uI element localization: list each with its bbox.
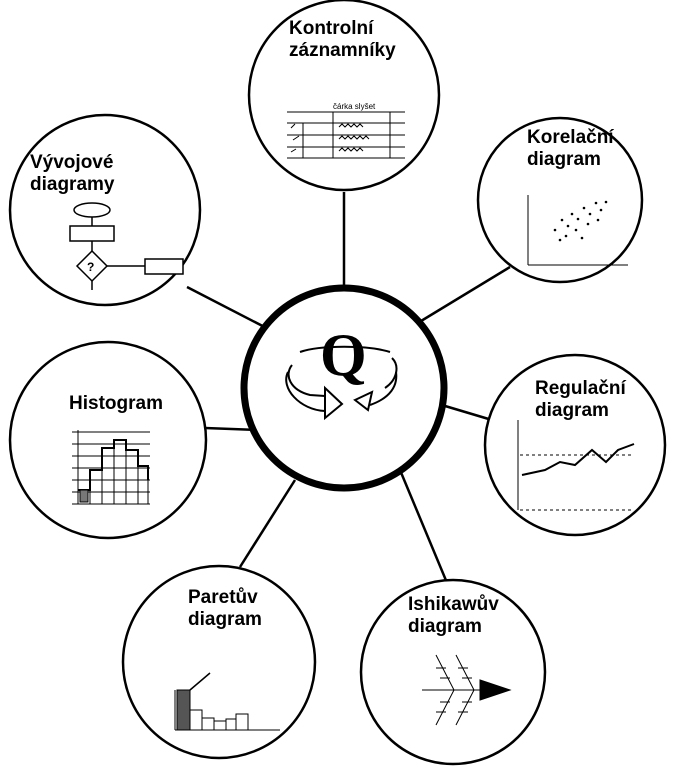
label-kontrolni: Kontrolní záznamníky <box>289 18 396 62</box>
label-paretuv-line1: Paretův <box>188 587 258 608</box>
label-regulacni: Regulační diagram <box>535 378 626 422</box>
fishbone-sketch <box>422 654 512 726</box>
circle-histogram <box>8 340 208 540</box>
check-sheet-sketch <box>287 111 405 159</box>
label-ishikawuv-line2: diagram <box>408 616 482 637</box>
connector-paretuv <box>238 479 297 568</box>
label-regulacni-line2: diagram <box>535 400 609 421</box>
label-ishikawuv-line1: Ishikawův <box>408 594 499 615</box>
flowchart-sketch <box>69 202 184 290</box>
label-kontrolni-line2: záznamníky <box>289 40 396 61</box>
label-histogram-line1: Histogram <box>69 393 163 414</box>
pareto-chart-sketch <box>174 672 280 731</box>
center-circle <box>240 284 448 492</box>
label-ishikawuv: Ishikawův diagram <box>408 594 499 638</box>
label-vyvojove-line1: Vývojové <box>30 152 114 173</box>
histogram-sketch <box>72 430 150 505</box>
connector-ishikawuv <box>398 469 452 591</box>
circle-ishikawuv <box>359 578 547 766</box>
circle-paretuv <box>121 564 317 760</box>
label-paretuv-line2: diagram <box>188 609 262 630</box>
label-korelacni: Korelační diagram <box>527 127 614 171</box>
label-paretuv: Paretův diagram <box>188 587 262 631</box>
circle-regulacni <box>483 353 667 537</box>
decision-mark: ? <box>87 260 94 274</box>
label-regulacni-line1: Regulační <box>535 378 626 399</box>
label-korelacni-line1: Korelační <box>527 127 614 148</box>
scatter-plot-sketch <box>527 195 628 266</box>
label-vyvojove: Vývojové diagramy <box>30 152 114 196</box>
label-vyvojove-line2: diagramy <box>30 174 115 195</box>
label-korelacni-line2: diagram <box>527 149 601 170</box>
control-chart-sketch <box>517 420 635 511</box>
circle-kontrolni <box>247 0 441 192</box>
label-kontrolni-line1: Kontrolní <box>289 18 374 39</box>
circle-korelacni <box>476 116 644 284</box>
sheet-header-text: čárka slyšet <box>333 102 376 111</box>
label-histogram: Histogram <box>69 393 163 415</box>
cycle-arrow-icon <box>285 345 398 421</box>
center-letter: Q <box>320 322 367 388</box>
